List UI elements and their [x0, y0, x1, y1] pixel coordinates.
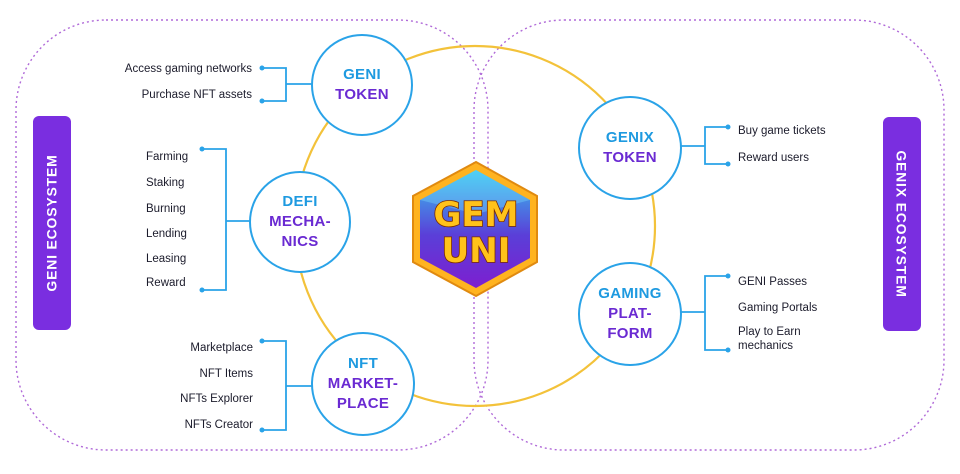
logo-text-line2: UNI	[442, 231, 511, 271]
list-item: GENI Passes	[738, 276, 808, 288]
bracket-gaming	[680, 275, 728, 351]
genix-ecosystem-badge: GENIX ECOSYSTEM	[883, 117, 921, 331]
list-item: Burning	[146, 203, 186, 215]
node-genix-token: GENIX TOKEN	[578, 96, 682, 200]
node-label-line1: GENI	[343, 66, 381, 83]
node-geni-token: GENI TOKEN	[311, 34, 413, 136]
list-item: NFTs Creator	[184, 419, 253, 431]
list-item: NFTs Explorer	[180, 393, 253, 405]
geni-ecosystem-label: GENI ECOSYSTEM	[44, 154, 61, 292]
gemuni-logo: GEM UNI	[412, 160, 538, 298]
node-gaming-platform: GAMING PLAT- FORM	[578, 262, 682, 366]
list-item: Gaming Portals	[738, 302, 818, 314]
list-item: Marketplace	[190, 342, 253, 354]
node-defi-mechanics: DEFI MECHA- NICS	[249, 171, 351, 273]
list-item: Farming	[146, 151, 189, 163]
bracket-defi	[202, 148, 250, 291]
logo-text-line1: GEM	[434, 195, 519, 235]
node-label-line1: DEFI	[282, 193, 318, 210]
node-label-line1: GENIX	[605, 129, 655, 146]
node-label-line3: NICS	[281, 233, 319, 250]
node-label-line3: PLACE	[336, 395, 390, 412]
node-label-line2: TOKEN	[603, 149, 657, 166]
list-item: Access gaming networks	[124, 63, 252, 75]
list-item: Reward users	[738, 152, 809, 164]
node-label-line2: MECHA-	[269, 213, 331, 230]
genix-ecosystem-outline	[473, 19, 945, 451]
node-label-line1: GAMING	[598, 285, 662, 302]
list-item: Leasing	[146, 253, 187, 265]
bracket-nft	[262, 340, 312, 431]
list-item: Lending	[146, 228, 187, 240]
bracket-geni-token	[262, 67, 312, 102]
list-item: mechanics	[738, 340, 793, 352]
list-item: Reward	[146, 277, 186, 289]
bracket-genix	[680, 126, 728, 165]
node-label-line2: TOKEN	[335, 86, 389, 103]
node-label-line2: PLAT-	[608, 305, 652, 322]
geni-ecosystem-badge: GENI ECOSYSTEM	[33, 116, 71, 330]
list-item: Staking	[146, 177, 185, 189]
geni-ecosystem-outline	[15, 19, 489, 451]
list-item: Purchase NFT assets	[141, 89, 252, 101]
node-label-line3: FORM	[607, 325, 653, 342]
genix-ecosystem-label: GENIX ECOSYSTEM	[894, 150, 911, 298]
connector-dots	[199, 65, 731, 433]
node-label-line2: MARKET-	[327, 375, 399, 392]
list-item: Play to Earn	[738, 326, 801, 338]
list-item: Buy game tickets	[738, 125, 826, 137]
node-nft-marketplace: NFT MARKET- PLACE	[311, 332, 415, 436]
list-item: NFT Items	[199, 368, 253, 380]
node-label-line1: NFT	[347, 355, 379, 372]
